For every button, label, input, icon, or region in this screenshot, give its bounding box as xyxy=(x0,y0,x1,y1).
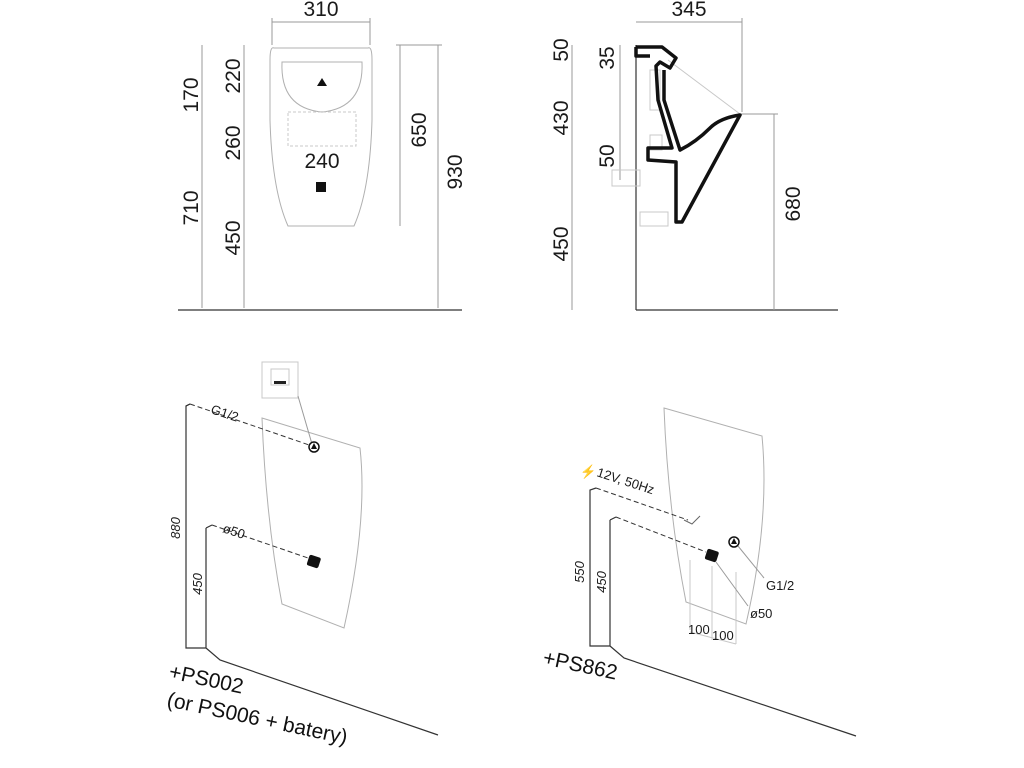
ps862-water-label: G1/2 xyxy=(766,578,794,593)
ps002-drain-icon xyxy=(306,554,321,569)
ps862-spacing-right: 100 xyxy=(712,628,734,643)
side-depth-label: 345 xyxy=(671,0,706,21)
ps862-spacing-left: 100 xyxy=(688,622,710,637)
ps002-urinal-ghost xyxy=(261,417,363,629)
side-dim-450: 450 xyxy=(550,226,573,261)
ps862-height-550: 550 xyxy=(572,560,587,582)
ps862-power-symbol: ⚡ xyxy=(580,464,596,480)
ps002-water-dashed xyxy=(189,403,313,447)
ps862-spacing-guides xyxy=(689,560,737,645)
ps002-alt-label: (or PS006 + batery) xyxy=(165,688,350,749)
ps862-height-450: 450 xyxy=(594,570,609,592)
front-width-label: 310 xyxy=(303,0,338,21)
side-dim-680: 680 xyxy=(782,186,805,221)
install-ps862: ⚡ 12V, 50Hz G1/2 ø50 100 100 550 450 +PS… xyxy=(541,407,857,737)
front-dim-930: 930 xyxy=(444,154,467,189)
front-dim-170: 170 xyxy=(180,77,203,112)
front-dim-710: 710 xyxy=(180,190,203,225)
side-view: 345 50 35 430 50 450 680 xyxy=(550,0,838,311)
front-view: 310 240 170 220 260 710 450 650 930 xyxy=(178,0,467,311)
front-rear-box xyxy=(287,111,357,147)
front-sensor-icon xyxy=(317,78,327,86)
front-dim-220: 220 xyxy=(222,58,245,93)
install-ps002: G1/2 ø50 880 450 +PS002 (or PS006 + bate… xyxy=(165,361,439,749)
ps862-drain-dashed xyxy=(615,516,707,553)
ps862-wall-outline xyxy=(589,487,857,737)
ps002-drain-label: ø50 xyxy=(221,521,247,542)
ps002-water-label: G1/2 xyxy=(209,402,240,425)
ps862-drain-label: ø50 xyxy=(750,606,772,621)
side-dim-35: 35 xyxy=(596,46,619,69)
ps862-drain-icon xyxy=(704,548,719,563)
ps862-urinal-ghost xyxy=(663,407,765,625)
ps862-power-dashed xyxy=(595,487,689,521)
side-dim-50-top: 50 xyxy=(550,38,573,61)
side-dim-430: 430 xyxy=(550,100,573,135)
front-urinal-bowl xyxy=(281,61,363,113)
ps862-power-connector-icon xyxy=(683,515,701,525)
ps002-height-880: 880 xyxy=(168,516,183,538)
front-dim-450: 450 xyxy=(222,220,245,255)
front-dim-260: 260 xyxy=(222,125,245,160)
ps862-code-label: +PS862 xyxy=(541,646,619,684)
ps002-sensor-box xyxy=(261,361,299,399)
front-dim-650: 650 xyxy=(408,112,431,147)
ps002-height-450: 450 xyxy=(190,572,205,594)
ps002-drain-dashed xyxy=(211,524,309,559)
front-drain-icon xyxy=(316,182,326,192)
front-dim-240: 240 xyxy=(304,150,339,173)
side-dim-50-mid: 50 xyxy=(596,144,619,167)
ps002-sensor-window-icon xyxy=(274,381,286,384)
side-urinal-profile xyxy=(636,45,742,224)
ps862-power-label: 12V, 50Hz xyxy=(595,465,656,498)
